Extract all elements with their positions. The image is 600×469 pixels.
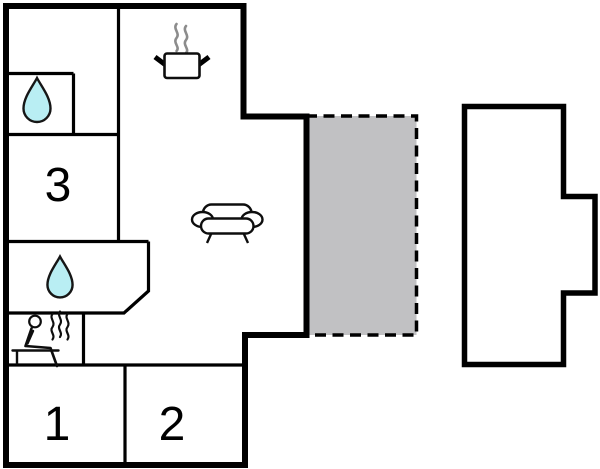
terrace-dashed-border bbox=[306, 114, 419, 337]
main-building-outline bbox=[3, 3, 310, 468]
room-1-label: 1 bbox=[44, 398, 71, 451]
terrace-area bbox=[306, 116, 417, 335]
water-drop-icon bbox=[46, 253, 74, 299]
terrace bbox=[306, 114, 419, 337]
person-body bbox=[24, 327, 59, 368]
cooking-pot-icon bbox=[153, 22, 211, 80]
pot-body bbox=[163, 52, 201, 80]
sauna-person-icon bbox=[11, 310, 70, 368]
water-drop-icon bbox=[22, 75, 52, 124]
annex-building-outline bbox=[461, 103, 598, 368]
sauna-steam-icon bbox=[50, 310, 70, 341]
interior-walls bbox=[6, 6, 245, 465]
person-head bbox=[28, 314, 42, 329]
room-2-label: 2 bbox=[159, 398, 186, 451]
sofa-icon bbox=[190, 203, 264, 244]
sofa-seat bbox=[199, 217, 255, 235]
sauna-bench bbox=[11, 349, 60, 365]
steam-icon bbox=[174, 22, 189, 55]
room-3-label: 3 bbox=[45, 159, 72, 212]
person-arm bbox=[26, 329, 35, 345]
